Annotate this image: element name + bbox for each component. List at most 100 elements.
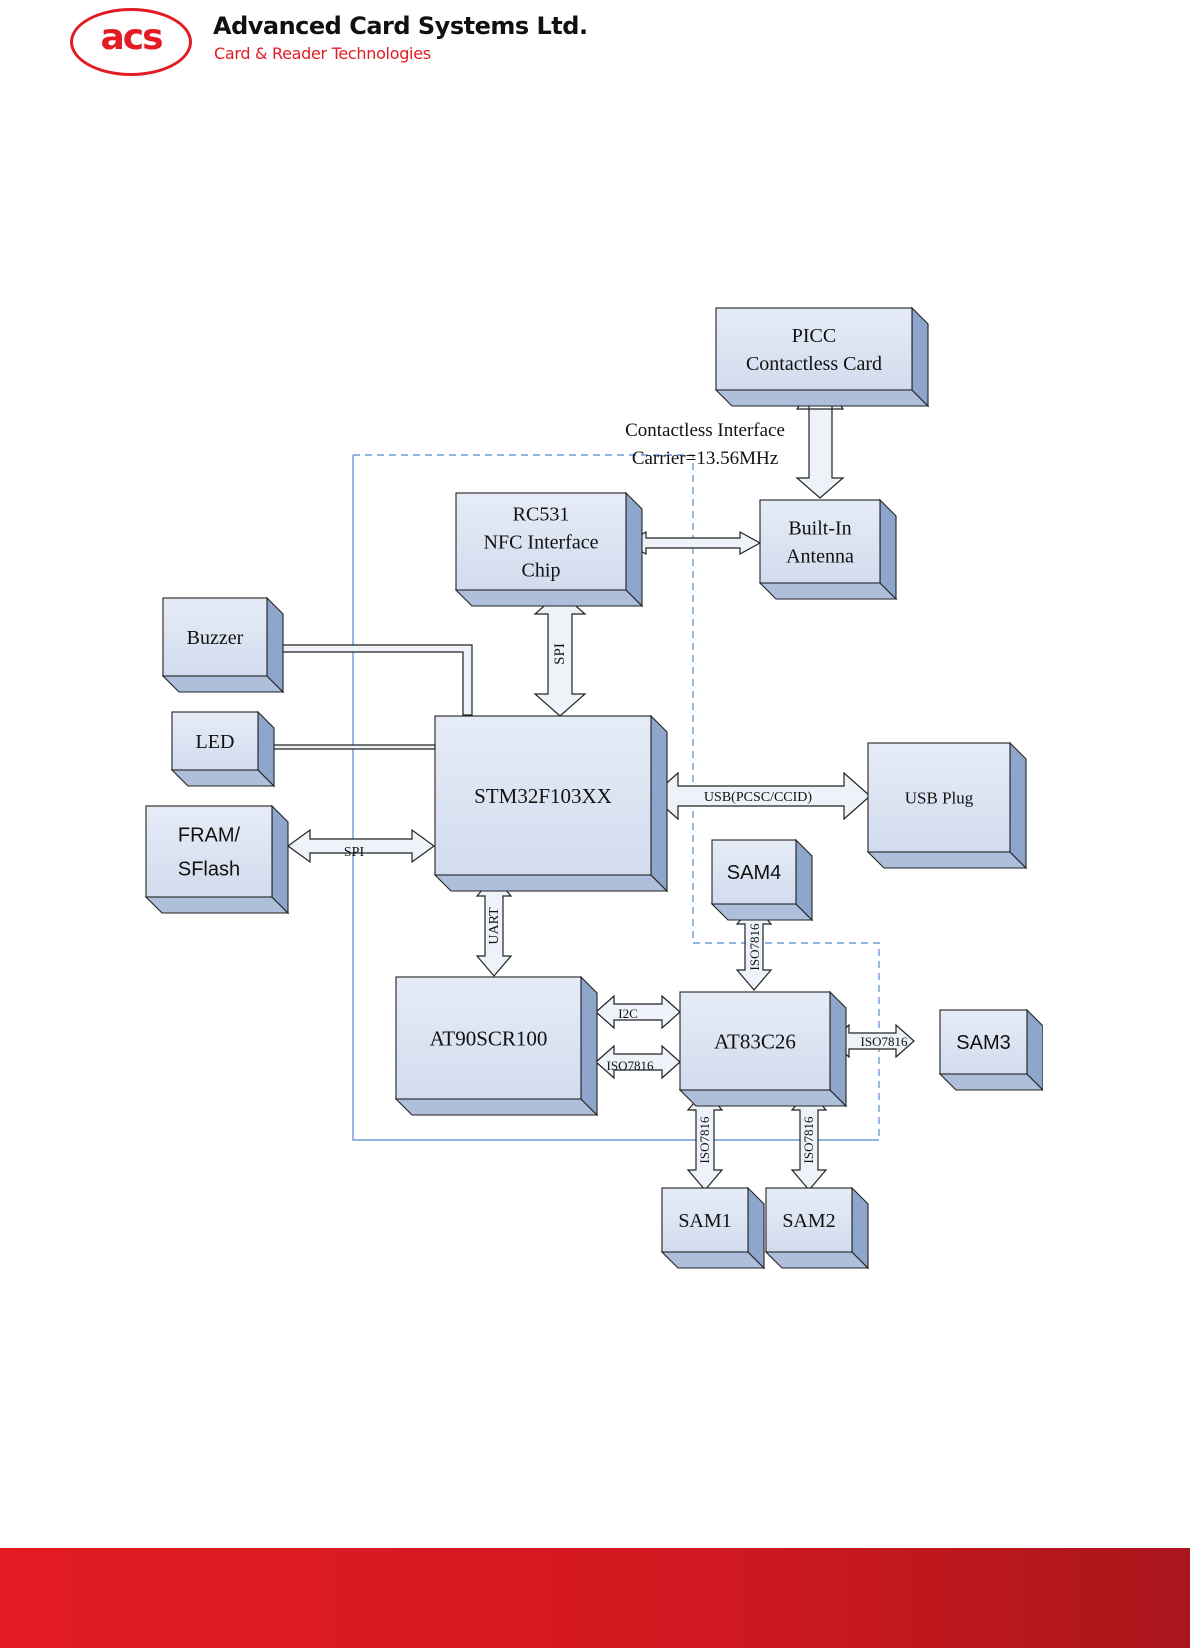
block-label: RC531 [513,504,570,526]
block-label: LED [196,731,235,753]
block-at83: AT83C26 [678,990,848,1108]
sam4-at83-arrow [735,903,773,991]
block-stm32: STM32F103XX [433,714,669,893]
block-label: Buzzer [187,627,244,649]
block-usb-plug: USB Plug [866,741,1028,870]
stm32-buzzer-line [279,644,473,716]
block-led: LED [170,710,276,788]
block-side [271,804,289,915]
usb-bus-label: USB(PCSC/CCID) [704,790,812,805]
bus-arrows [261,390,915,1191]
block-face [759,499,881,584]
block-face [711,839,797,905]
block-bottom [144,896,290,914]
logo-text: acs [100,17,163,58]
block-label: USB Plug [905,788,974,807]
block-label: SAM3 [956,1032,1010,1054]
block-label: Antenna [786,546,854,568]
block-face [145,805,273,898]
block-label: FRAM/ [178,825,241,847]
iso7816-label-at90: ISO7816 [607,1058,654,1073]
block-sam2: SAM2 [764,1186,870,1270]
carrier-frequency-label: Carrier=13.56MHz [632,448,778,469]
usb-domain-boundary [353,454,880,1140]
block-label: AT83C26 [714,1029,796,1053]
iso7816-label-sam3: ISO7816 [861,1034,908,1049]
block-bottom [660,1251,766,1269]
block-label: Contactless Card [746,353,882,375]
block-label: SAM2 [782,1210,835,1232]
stm32-at90-arrow [475,875,513,977]
at83-sam3-arrow [830,1023,915,1059]
block-face [661,1187,749,1253]
block-bottom [161,675,285,693]
iso7816-label-sam1: ISO7816 [697,1116,712,1163]
block-bottom [678,1089,848,1107]
block-face [171,711,259,771]
block-bottom [938,1073,1045,1091]
block-bottom [758,582,898,600]
block-at90: AT90SCR100 [394,975,599,1117]
block-face [939,1009,1028,1075]
block-label: Chip [522,560,561,582]
block-side [829,990,847,1108]
block-picc: PICC Contactless Card [714,306,930,408]
block-bottom [170,769,276,787]
block-label: PICC [792,325,836,347]
iso7816-label-sam2: ISO7816 [801,1116,816,1163]
block-side [580,975,598,1117]
block-bottom [714,389,930,407]
block-label: NFC Interface [484,532,599,554]
block-label: SAM1 [678,1210,731,1232]
picc-antenna-arrow [795,390,845,499]
company-tagline: Card & Reader Technologies [214,44,431,63]
block-label: SAM4 [727,862,781,884]
block-bottom [433,874,669,892]
acs-logo: acs [70,8,192,76]
block-face [162,597,268,677]
block-face [765,1187,853,1253]
company-name: Advanced Card Systems Ltd. [213,12,588,40]
block-sam1: SAM1 [660,1186,766,1270]
block-label: AT90SCR100 [430,1026,548,1050]
block-label: Built-In [788,518,851,540]
block-buzzer: Buzzer [161,596,285,694]
stm32-led-arrow [261,736,436,754]
block-face [455,492,627,591]
spi-label-rc531: SPI [552,643,568,665]
block-side [625,491,643,608]
spi-label-fram: SPI [344,845,365,860]
iso7816-label-sam4: ISO7816 [747,923,762,970]
block-side [266,596,284,694]
block-label: STM32F103XX [474,784,612,808]
block-bottom [866,851,1028,869]
block-face [395,976,582,1100]
block-side [1009,741,1027,870]
uart-label: UART [487,907,502,945]
block-label: SFlash [178,859,240,881]
at90-at83-i2c-arrow [595,994,681,1030]
footer-bar [0,1548,1190,1648]
block-bottom [710,903,814,921]
block-face [867,742,1011,853]
block-fram: FRAM/SFlash [144,804,290,915]
block-bottom [454,589,644,607]
i2c-label: I2C [618,1006,638,1021]
fram-stm32-arrow [286,828,436,864]
block-face [679,991,831,1091]
contactless-interface-label: Contactless Interface [625,420,785,441]
block-bottom [394,1098,599,1116]
block-face [434,715,652,876]
block-bottom [764,1251,870,1269]
block-sam3: SAM3 [938,1008,1045,1092]
block-sam4: SAM4 [710,838,814,922]
block-side [879,498,897,601]
block-side [911,306,929,408]
block-side [650,714,668,893]
block-face [715,307,913,391]
